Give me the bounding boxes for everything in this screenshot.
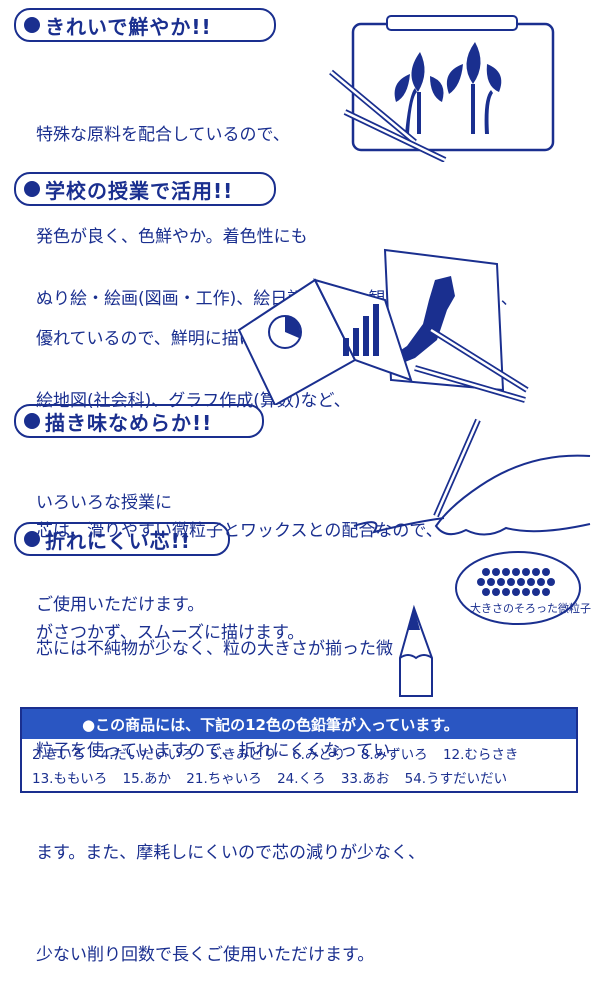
section-1-line: 発色が良く、色鮮やか。着色性にも [36,227,308,247]
section-1-title: きれいで鮮やか!! [45,14,212,39]
section-3-line: がさつかず、スムーズに描けます。 [36,623,305,643]
bullet-icon [24,531,40,547]
section-2-line: いろいろな授業に [36,493,172,513]
particle-callout-label: 大きさのそろった微粒子 [470,602,591,615]
section-4-line: ます。また、摩耗しにくいので芯の減りが少なく、 [36,843,425,863]
color-item: 8.みずいろ [360,747,428,763]
books-and-map-illustration [237,248,529,405]
section-3-header: 描き味なめらか!! [14,404,264,438]
section-3-body: 芯は、滑りやすい微粒子とワックスとの配合なので、 がさつかず、スムーズに描けます… [36,446,443,684]
section-1-line: 優れているので、鮮明に描けます。 [36,329,306,349]
section-2-title: 学校の授業で活用!! [45,178,234,203]
color-item: 6.みどり [292,747,346,763]
product-color-list-box: ●この商品には、下記の12色の色鉛筆が入っています。 2.きいろ 4.だいだいい… [20,707,578,793]
section-3-title: 描き味なめらか!! [45,410,213,435]
bullet-icon [24,413,40,429]
color-item: 15.あか [122,771,171,787]
section-1-header: きれいで鮮やか!! [14,8,276,42]
color-item: 54.うすだいだい [404,771,508,787]
section-3-line: 芯は、滑りやすい微粒子とワックスとの配合なので、 [36,521,443,541]
section-4-line: 芯には不純物が少なく、粒の大きさが揃った微 [36,639,393,659]
pencil-tip-illustration [399,551,581,697]
section-4-line: 少ない削り回数で長くご使用いただけます。 [36,945,375,965]
iris-drawing-board-illustration [329,15,555,162]
section-4-line: 粒子を使っていますので、折れにくくなってい [36,741,391,761]
product-box-title: ●この商品には、下記の12色の色鉛筆が入っています。 [22,709,576,739]
color-item: 12.むらさき [442,747,519,763]
section-2-line: ご使用いただけます。 [36,595,205,615]
section-4-title: 折れにくい芯!! [45,528,191,553]
bullet-icon [24,181,40,197]
color-item: 33.あお [340,771,390,787]
section-2-header: 学校の授業で活用!! [14,172,276,206]
color-item: 5.きみどり [209,747,277,763]
section-1-line: 特殊な原料を配合しているので、 [36,125,290,145]
bullet-icon [24,17,40,33]
color-list: 2.きいろ 4.だいだいいろ 5.きみどり 6.みどり 8.みずいろ 12.むら… [32,743,572,791]
color-item: 24.くろ [277,771,326,787]
section-1-body: 特殊な原料を配合しているので、 発色が良く、色鮮やか。着色性にも 優れているので… [36,50,308,390]
color-item: 2.きいろ [32,747,86,763]
color-item: 4.だいだいいろ [100,747,195,763]
hand-writing-illustration [353,418,591,536]
section-4-header: 折れにくい芯!! [14,522,230,556]
color-item: 13.ももいろ [32,771,108,787]
color-item: 21.ちゃいろ [186,771,262,787]
